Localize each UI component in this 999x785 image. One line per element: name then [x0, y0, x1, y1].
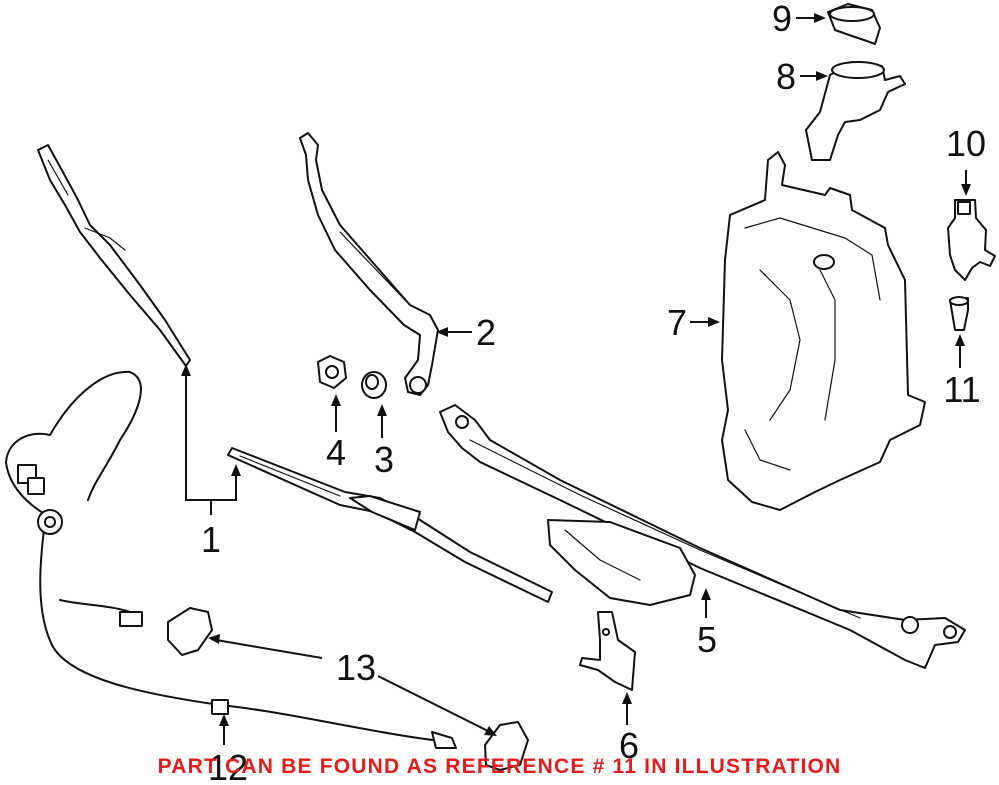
callout-1: 1: [201, 519, 221, 560]
wiper-linkage-motor: [439, 404, 966, 669]
washer-pump: [947, 199, 996, 281]
nut: [317, 355, 347, 389]
callout-12: 12: [208, 747, 248, 785]
pump-grommet: [949, 296, 969, 331]
filler-neck: [805, 61, 906, 161]
callout-3: 3: [374, 439, 394, 480]
callout-5: 5: [697, 619, 717, 660]
callout-4: 4: [326, 432, 346, 473]
callout-2: 2: [476, 312, 496, 353]
washer-nozzle-left: [167, 607, 213, 656]
callout-7: 7: [667, 302, 687, 343]
callout-labels: 1 2 3 4 5 6 7 8 9 10 11 12 13: [201, 0, 986, 785]
grommet: [361, 371, 387, 399]
bracket: [579, 611, 636, 691]
wiper-arm: [299, 132, 439, 396]
reference-notice: PART CAN BE FOUND AS REFERENCE # 11 IN I…: [157, 755, 842, 778]
callout-8: 8: [776, 56, 796, 97]
callout-11: 11: [943, 369, 980, 410]
callout-6: 6: [619, 725, 639, 766]
callout-13: 13: [336, 647, 376, 688]
callout-10: 10: [946, 123, 986, 164]
washer-nozzle-right: [484, 721, 529, 771]
callout-9: 9: [772, 0, 792, 39]
leader-lines: [181, 13, 971, 745]
wiper-blade-lower: [227, 447, 553, 603]
wiper-blade-upper: [37, 144, 191, 367]
reservoir-cap: [827, 3, 881, 45]
wiring-harness: [5, 370, 457, 749]
washer-reservoir: [721, 151, 926, 511]
